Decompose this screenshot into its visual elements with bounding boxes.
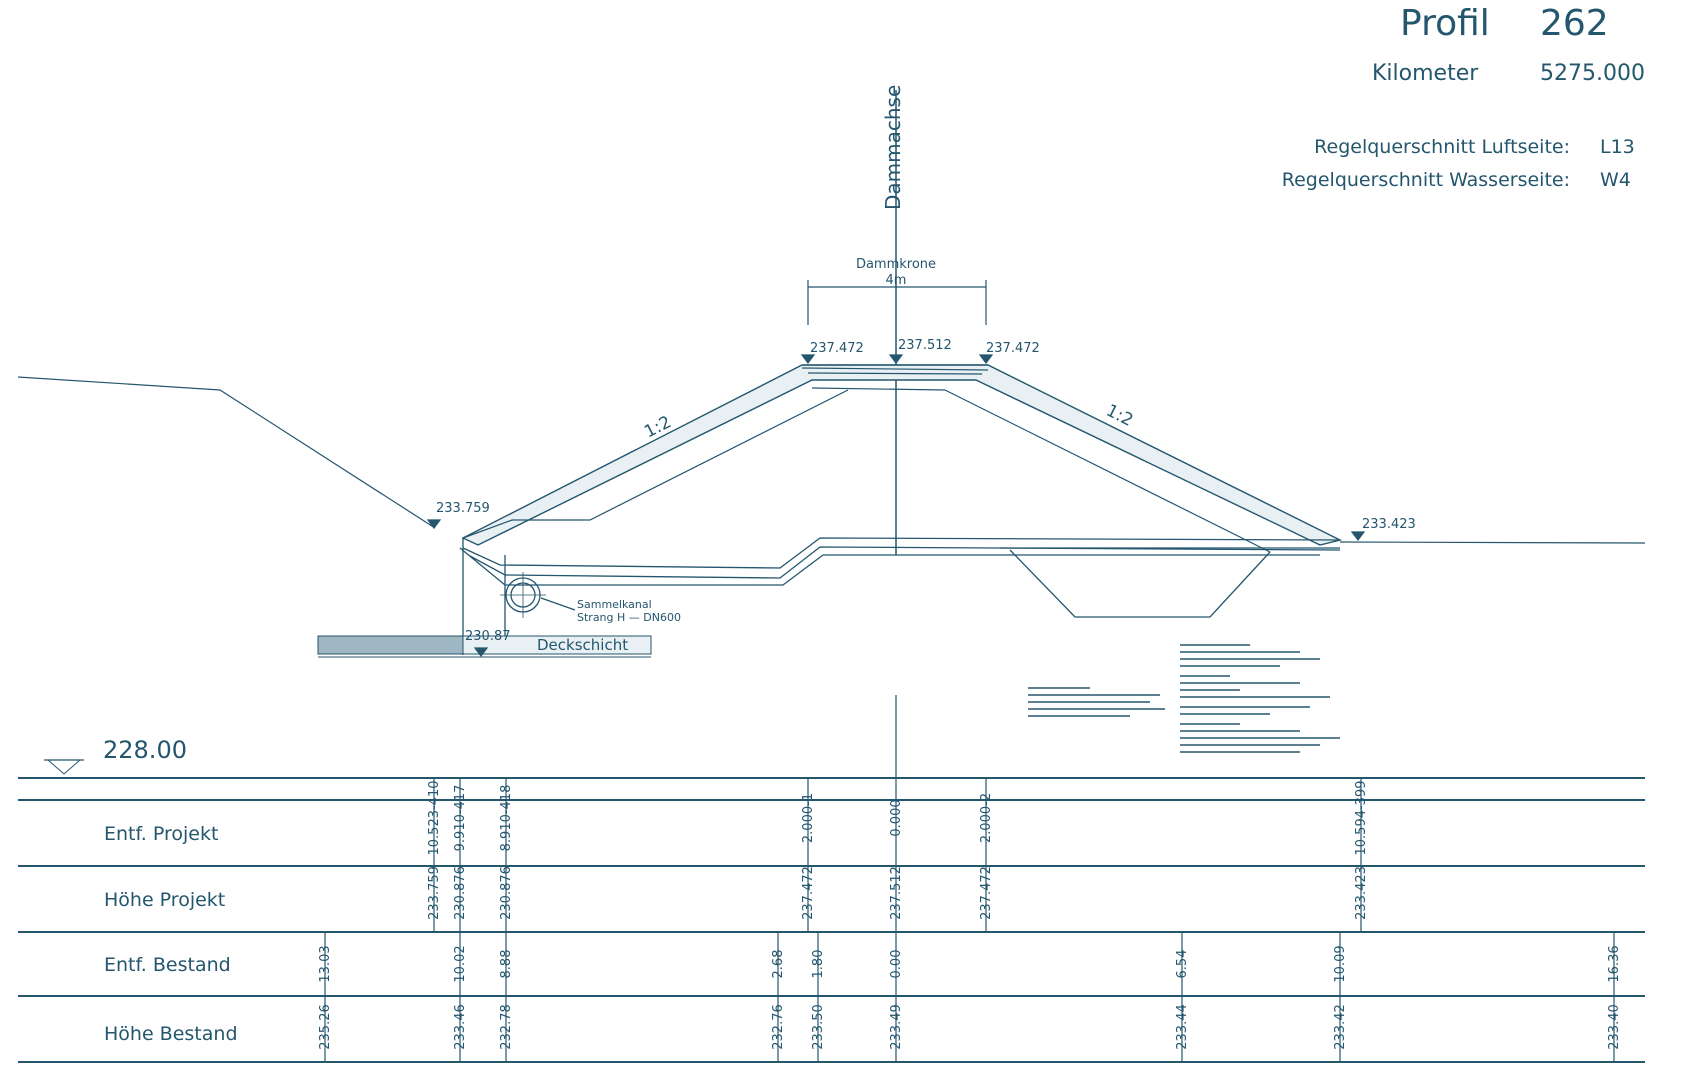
hoehe-bestand-value: 235.26 [318,1004,333,1050]
hoehe-projekt-value: 233.423 [1354,866,1369,920]
foundation-layers [459,537,1341,655]
hoehe-projekt-value: 237.512 [889,866,904,920]
pipe-label-2: Strang H — DN600 [577,611,681,624]
entf-bestand-value: 0.00 [889,950,904,979]
hoehe-bestand-value: 233.40 [1607,1004,1622,1050]
wasserseite-label: Regelquerschnitt Wasserseite: [1282,169,1570,191]
entf-projekt-value: 10.523-410 [427,781,442,856]
entf-projekt-value: 2.000-1 [801,793,816,843]
km-label: Kilometer [1372,61,1479,86]
entf-bestand-value: 13.03 [318,945,333,982]
entf-bestand-value: 2.68 [771,950,786,979]
note-block-left [1028,687,1165,717]
hoehe-projekt-value: 233.759 [427,866,442,920]
entf-bestand-value: 10.02 [453,945,468,982]
table-grid [18,777,1645,1063]
row-label-hoehe-bestand: Höhe Bestand [104,1023,238,1045]
elev-toe-right: 233.423 [1362,517,1416,532]
existing-ground-right [1339,541,1646,544]
elevation-markers [426,354,1366,657]
elev-crest-mid: 237.512 [898,338,952,353]
existing-ground-left [17,376,436,529]
crest-dimension [807,280,987,325]
profile-number: 262 [1540,3,1609,44]
profile-label: Profil [1400,3,1490,44]
row-label-hoehe-projekt: Höhe Projekt [104,889,225,911]
pipe-label-1: Sammelkanal [577,598,652,611]
elev-crest-right: 237.472 [986,341,1040,356]
dam-axis-label: Dammachse [881,85,905,210]
reference-level-value: 228.00 [103,736,187,764]
hoehe-projekt-value: 230.876 [499,866,514,920]
elev-toe-left: 233.759 [436,501,490,516]
entf-bestand-value: 6.54 [1175,950,1190,979]
deckschicht-label: Deckschicht [537,636,628,654]
entf-projekt-value: 10.594-399 [1354,781,1369,856]
hoehe-bestand-value: 232.76 [771,1004,786,1050]
entf-bestand-value: 8.88 [499,950,514,979]
entf-projekt-value: 9.910-417 [453,785,468,852]
hoehe-bestand-value: 233.49 [889,1004,904,1050]
row-label-entf-projekt: Entf. Projekt [104,823,218,845]
row-label-entf-bestand: Entf. Bestand [104,954,231,976]
entf-bestand-value: 16.36 [1607,945,1622,982]
deckschicht-box [462,635,652,655]
hoehe-projekt-value: 230.876 [453,866,468,920]
elev-bottom: 230.87 [465,629,511,644]
hoehe-bestand-value: 233.46 [453,1004,468,1050]
hoehe-bestand-value: 233.42 [1333,1004,1348,1050]
wasserseite-value: W4 [1600,169,1631,191]
note-block-right [1180,644,1340,753]
entf-bestand-value: 1.80 [811,950,826,979]
hoehe-bestand-value: 232.78 [499,1004,514,1050]
hoehe-bestand-value: 233.44 [1175,1004,1190,1050]
elev-crest-left: 237.472 [810,341,864,356]
entf-projekt-value: 8.910-418 [499,785,514,852]
deckschicht-hatch [317,635,464,655]
crest-width: 4m [886,273,907,288]
km-value: 5275.000 [1540,61,1645,86]
hoehe-bestand-value: 233.50 [811,1004,826,1050]
luftseite-value: L13 [1600,136,1635,158]
existing-columns: 13.03 235.26 10.02 233.46 8.88 232.78 2.68 232.… [318,932,1622,1062]
luftseite-label: Regelquerschnitt Luftseite: [1314,136,1570,158]
entf-bestand-value: 10.09 [1333,945,1348,982]
dam-body-lines [462,364,1340,553]
entf-projekt-value: 0.000 [889,799,904,836]
reference-level-marker [46,759,82,775]
sewer-pipe [500,572,576,618]
crest-label: Dammkrone [856,257,936,272]
project-columns: 10.523-410 233.759 9.910-417 230.876 8.910-4… [427,778,1369,932]
hoehe-projekt-value: 237.472 [801,866,816,920]
hoehe-projekt-value: 237.472 [979,866,994,920]
entf-projekt-value: 2.000-2 [979,793,994,843]
